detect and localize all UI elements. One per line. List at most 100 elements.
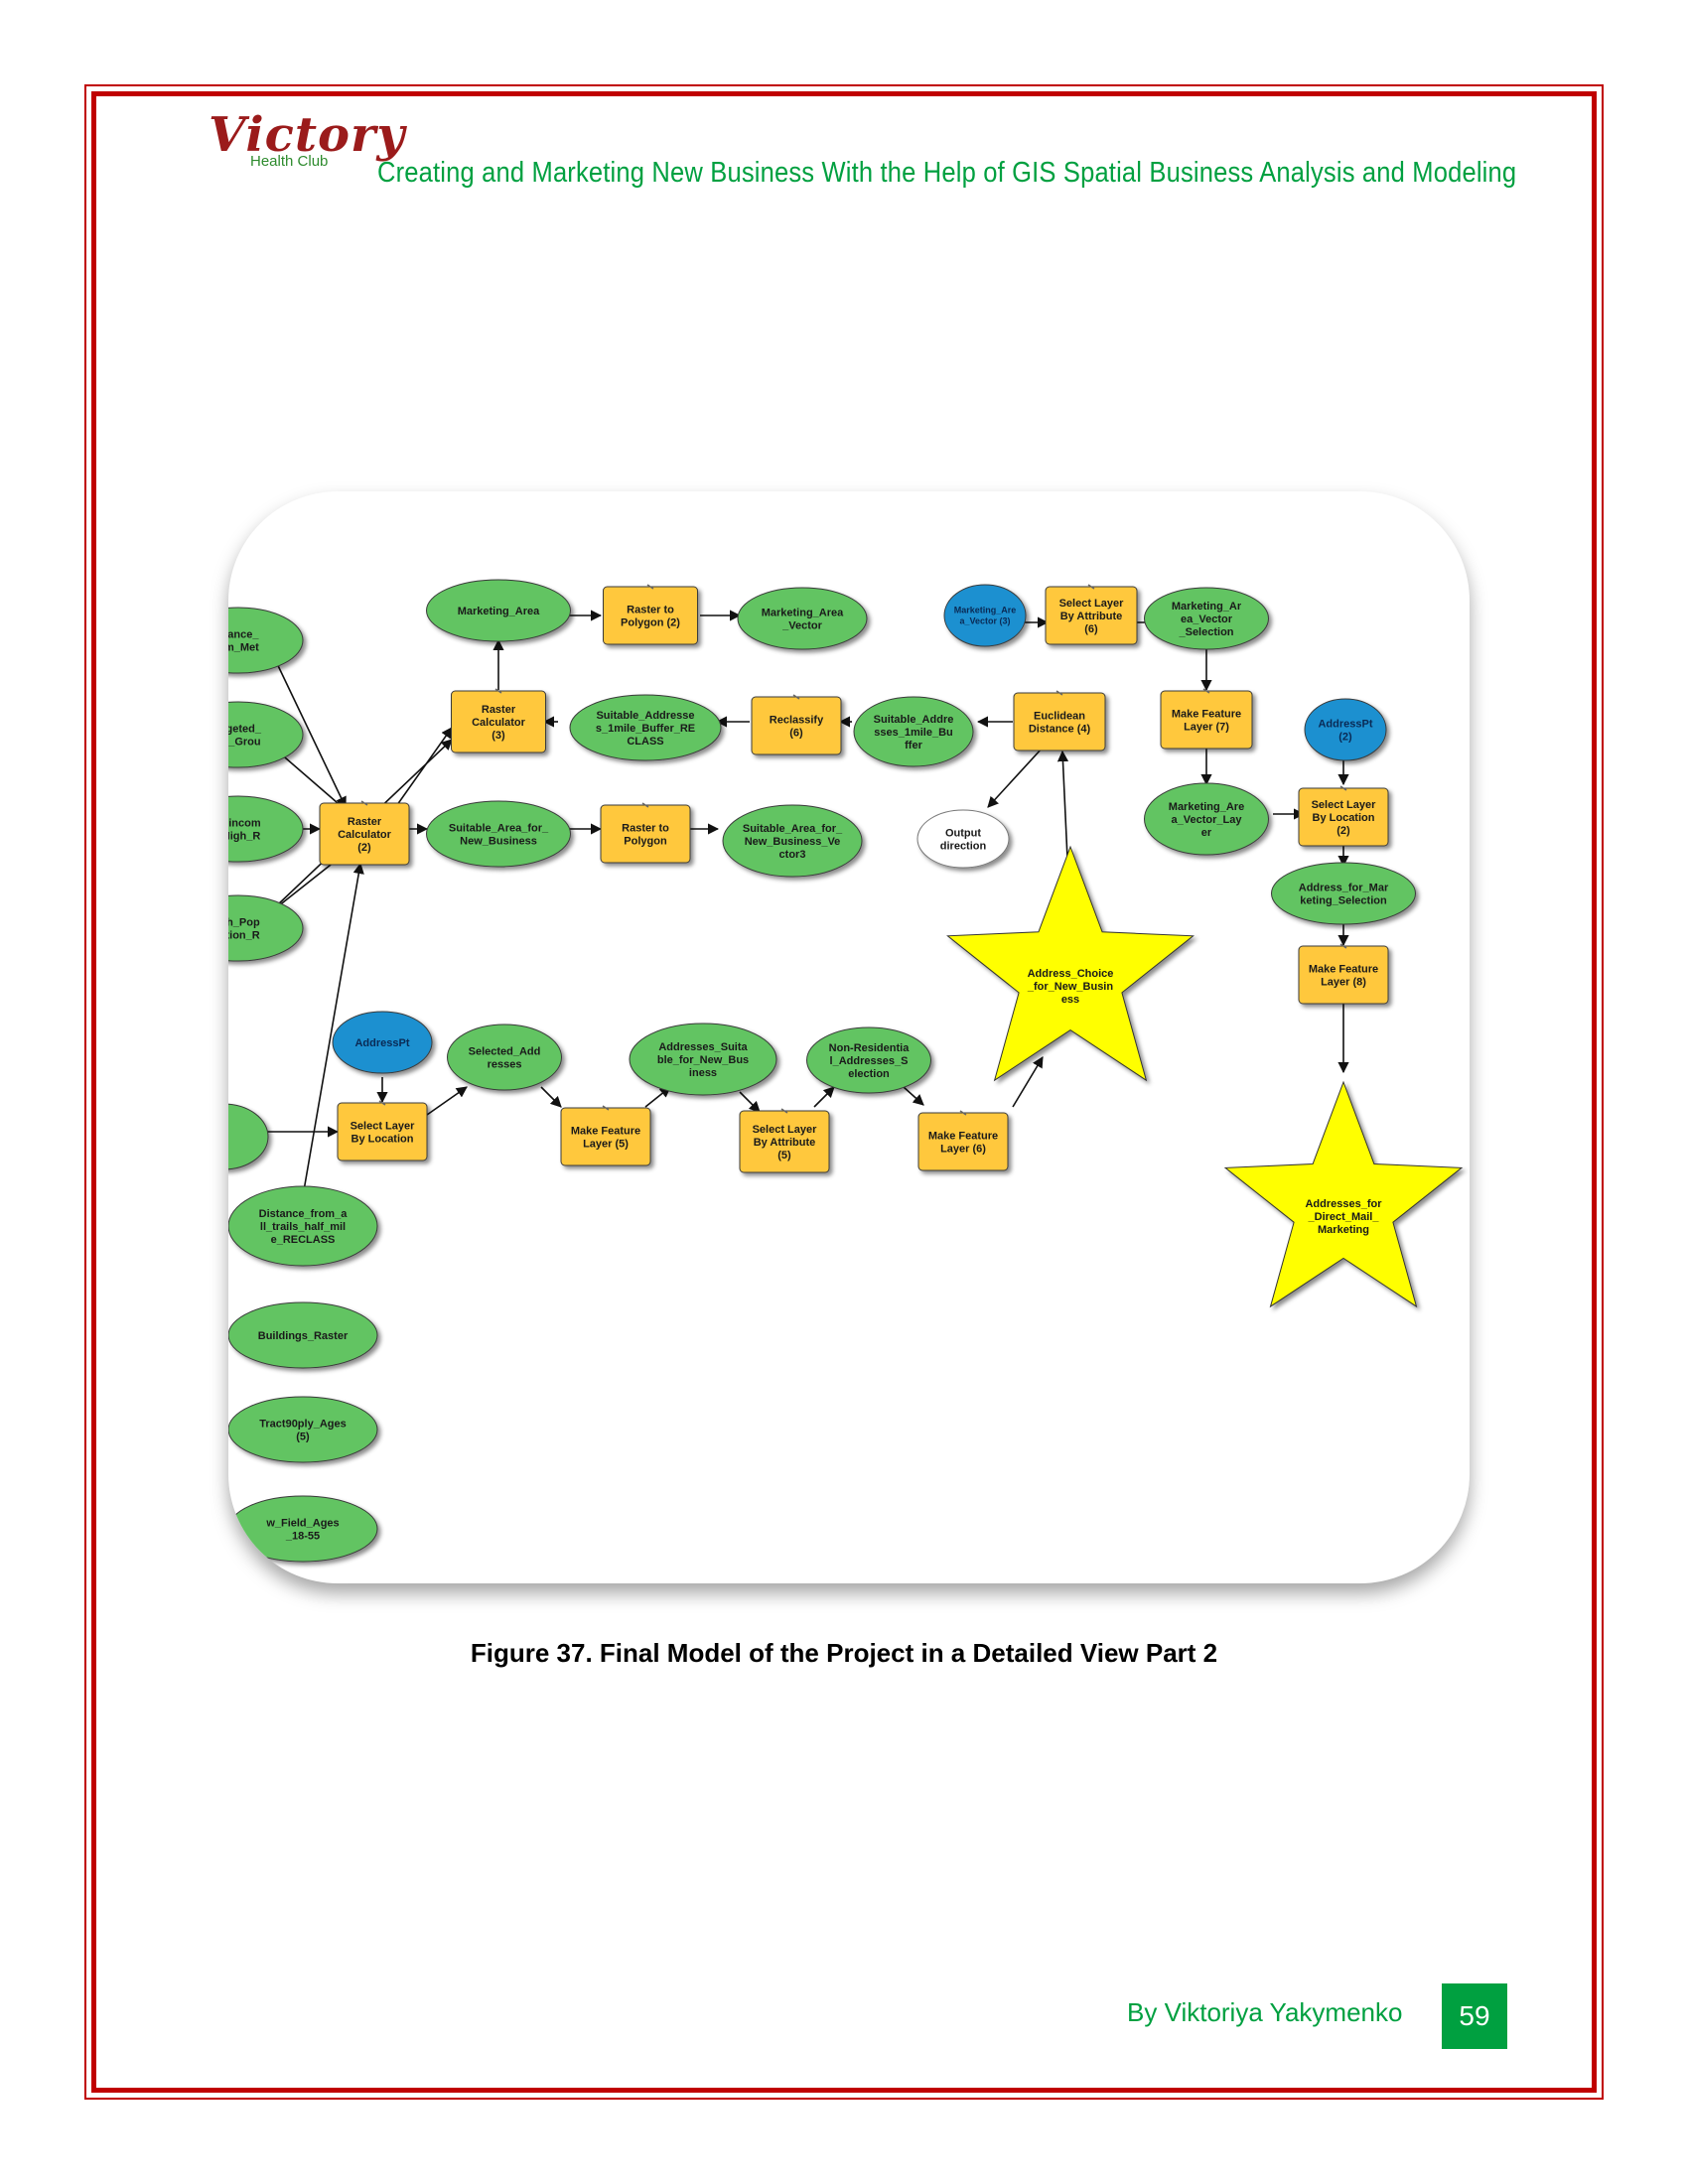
node-addresspt: AddressPt	[332, 1011, 433, 1074]
node-tick	[1087, 584, 1095, 590]
node-label: Suitable_Area_for_New_Business	[449, 822, 549, 847]
node-shape	[228, 607, 304, 674]
node-medincom: edincom_High_R	[228, 795, 304, 863]
node-newfield: w_Field_Ages_18-55	[228, 1495, 378, 1563]
node-tick	[1339, 943, 1347, 949]
node-tick	[1055, 690, 1063, 696]
node-targeted: argeted_ge_Grou	[228, 701, 304, 768]
node-shape	[806, 1026, 931, 1094]
node-shape	[1144, 782, 1269, 856]
node-addresses-mail-star: Addresses_for_Direct_Mail_Marketing	[1223, 1080, 1464, 1308]
node-shape	[569, 694, 722, 761]
node-shape	[1144, 587, 1269, 650]
node-label: Marketing_Area_Vector	[762, 607, 844, 631]
node-tick	[1202, 688, 1210, 694]
logo-wordmark: Victory	[209, 107, 406, 163]
node-marketing-area: Marketing_Area	[426, 579, 571, 642]
node-shape	[722, 804, 863, 878]
node-tick	[792, 694, 800, 700]
node-tick	[959, 1110, 967, 1116]
node-shape	[228, 795, 304, 863]
node-label: stance_om_Met	[228, 628, 259, 653]
node-label: edincom_High_R	[228, 817, 261, 842]
node-label: Reclassify(6)	[770, 714, 824, 739]
node-shape	[228, 1495, 378, 1563]
node-shape	[447, 1024, 562, 1091]
node-shape	[228, 1185, 378, 1267]
node-highpop: igh_Poplation_R	[228, 894, 304, 962]
node-label: Addresses_for_Direct_Mail_Marketing	[1305, 1198, 1382, 1236]
node-tick	[646, 584, 654, 590]
node-shape	[737, 587, 868, 650]
author-credit: By Viktoriya Yakymenko	[1127, 1997, 1403, 2027]
node-shape	[943, 584, 1027, 647]
node-shape	[228, 1301, 378, 1369]
node-shape	[228, 1396, 378, 1463]
node-shape	[228, 701, 304, 768]
node-reclassify6: Reclassify(6)	[751, 694, 842, 755]
node-distance-met: stance_om_Met	[228, 607, 304, 674]
node-shape	[228, 894, 304, 962]
node-shape	[228, 1103, 269, 1170]
node-label: argeted_ge_Grou	[228, 723, 262, 748]
victory-logo: Victory Health Club	[209, 107, 404, 177]
node-partial: h	[228, 1103, 269, 1170]
document-header-title: Creating and Marketing New Business With…	[377, 157, 1517, 189]
node-shape	[426, 579, 571, 642]
node-shape	[629, 1023, 777, 1096]
node-tick	[780, 1108, 788, 1114]
node-marketing-area-vector: Marketing_Area_Vector	[737, 587, 868, 650]
node-tract: Tract90ply_Ages(5)	[228, 1396, 378, 1463]
node-shape	[1304, 698, 1387, 761]
model-figure: stance_om_Met argeted_ge_Grou edincom_High…	[228, 491, 1470, 1583]
logo-subtitle: Health Club	[250, 153, 329, 170]
node-tick	[360, 800, 368, 806]
node-shape	[853, 696, 974, 767]
node-label: igh_Poplation_R	[228, 916, 260, 941]
